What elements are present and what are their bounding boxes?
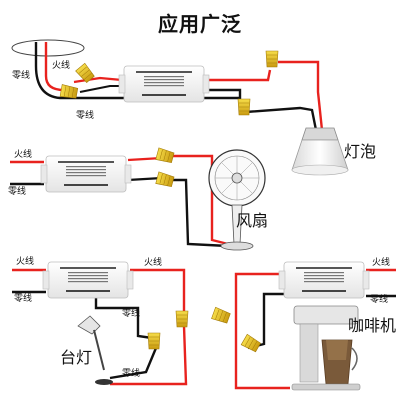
panel-coffee (211, 261, 396, 391)
lamp-bulb (291, 127, 349, 176)
label-zero-3b: 零线 (122, 309, 141, 319)
label-fan: 风扇 (236, 211, 269, 230)
live-wire-2c (172, 154, 229, 246)
neutral-wire-1b (204, 88, 242, 102)
live-wire-4b (234, 272, 290, 390)
live-wire-1c (79, 85, 122, 93)
live-wire-3c (110, 325, 188, 386)
live-wire-1d (204, 69, 272, 82)
neutral-wire-2b (127, 176, 163, 182)
neutral-wire-3c (109, 347, 158, 380)
label-fire-1: 火线 (52, 61, 71, 71)
label-desk-lamp: 台灯 (60, 348, 93, 367)
label-zero-1b: 零线 (76, 111, 95, 121)
desk-lamp-icon (77, 315, 113, 385)
label-fire-3b: 火线 (144, 258, 163, 268)
label-fire-2: 火线 (14, 150, 33, 160)
neutral-wire-1 (34, 42, 240, 100)
fan-icon (208, 149, 266, 251)
label-zero-4: 零线 (370, 295, 389, 305)
ceiling-plate (11, 39, 85, 57)
neutral-wire-1c (245, 106, 318, 131)
live-wire-1e (278, 60, 324, 131)
panel-fan (10, 147, 266, 251)
live-wire-1b (73, 76, 123, 84)
panel-ceiling-light (11, 39, 349, 176)
neutral-wire-2c (172, 178, 229, 248)
live-wire-3b (130, 268, 186, 316)
page-title: 应用广泛 (158, 12, 242, 36)
label-zero-3c: 零线 (122, 369, 141, 379)
label-coffee: 咖啡机 (348, 316, 397, 335)
coffee-machine-icon (291, 305, 361, 391)
neutral-wire-3b (94, 296, 153, 340)
label-zero-1: 零线 (12, 71, 31, 81)
label-fire-3: 火线 (16, 257, 35, 267)
panel-desk-lamp (12, 261, 189, 386)
label-zero-3: 零线 (14, 294, 33, 304)
label-fire-4: 火线 (372, 258, 391, 268)
label-lamp: 灯泡 (344, 142, 377, 161)
label-zero-2: 零线 (8, 187, 27, 197)
